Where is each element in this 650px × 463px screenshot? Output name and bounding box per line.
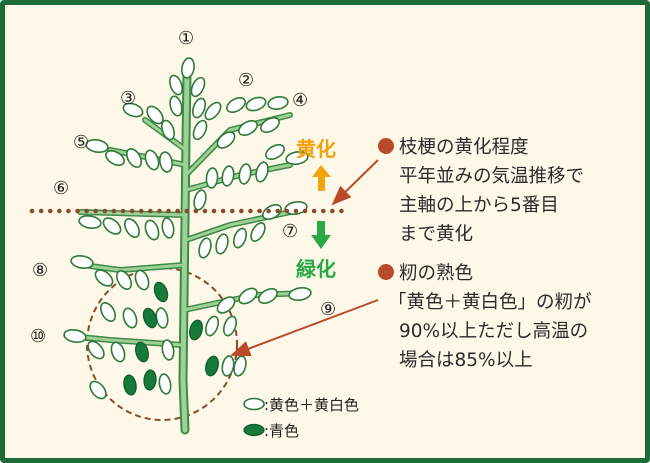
panicle-number-2: ② — [238, 70, 254, 91]
panicle-number-1: ① — [178, 28, 194, 49]
grain-note-title: 籾の熟色 — [399, 263, 473, 284]
panicle-number-6: ⑥ — [53, 178, 69, 199]
up-arrow-icon — [312, 165, 331, 191]
legend-yellow-grain-icon — [243, 397, 265, 411]
panicle-number-10: ⑩ — [30, 326, 46, 347]
branch-note-line-3: まで黄化 — [399, 224, 473, 245]
branch-note-bullet — [378, 138, 394, 154]
branch-note-line-1: 平年並みの気温推移で — [399, 166, 584, 187]
down-arrow-icon — [311, 221, 331, 249]
grain-note-pointer — [230, 299, 379, 357]
grain-yellow-group — [63, 57, 312, 400]
panicle-number-5: ⑤ — [73, 132, 89, 153]
branch-note-title: 枝梗の黄化程度 — [399, 137, 529, 158]
panicle-number-9: ⑨ — [320, 299, 336, 320]
greening-label: 緑化 — [296, 257, 336, 281]
grain-green-group — [123, 281, 219, 396]
grain-note-line-3: 場合は85%以上 — [399, 350, 533, 371]
yellowing-label: 黄化 — [296, 137, 336, 161]
panicle-number-8: ⑧ — [32, 260, 48, 281]
grain-note-line-2: 90%以上ただし高温の — [399, 321, 588, 342]
legend-green-grain-icon — [243, 423, 265, 437]
branch-note-pointer — [331, 159, 379, 206]
panicle-number-4: ④ — [292, 90, 308, 111]
panicle-number-7: ⑦ — [282, 221, 298, 242]
panicle-number-3: ③ — [120, 88, 136, 109]
legend-green-label: :青色 — [264, 422, 299, 440]
grain-note-line-1: 「黄色＋黄白色」の籾が — [388, 292, 592, 313]
branch-note-line-2: 主軸の上から5番目 — [399, 195, 559, 216]
grain-note-bullet — [378, 264, 394, 280]
legend-yellow-label: :黄色＋黄白色 — [264, 396, 359, 414]
